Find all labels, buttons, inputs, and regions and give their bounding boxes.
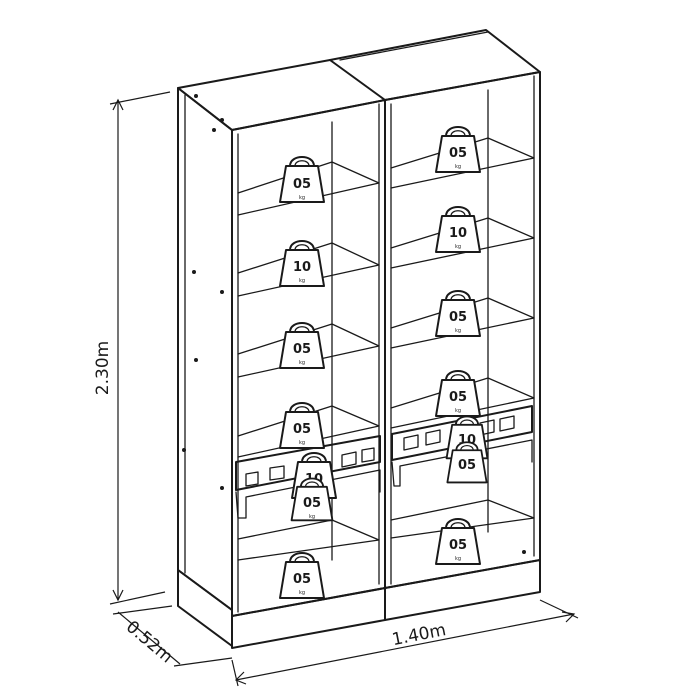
width-label: 1.40m bbox=[390, 620, 447, 650]
weight-unit: kg bbox=[299, 195, 305, 201]
weight-unit: kg bbox=[299, 590, 305, 596]
weight-left-6: 05 kg bbox=[290, 477, 334, 522]
weight-label: 05 bbox=[449, 538, 467, 553]
weight-unit: kg bbox=[299, 360, 305, 366]
height-label: 2.30m bbox=[93, 341, 113, 395]
weight-unit: kg bbox=[299, 440, 305, 446]
weight-unit: kg bbox=[299, 278, 305, 284]
weight-left-7: 05 kg bbox=[279, 552, 325, 599]
weight-label: 10 bbox=[449, 226, 467, 241]
weight-unit: kg bbox=[455, 244, 461, 250]
weight-label: 05 bbox=[293, 422, 311, 437]
weight-label: 05 bbox=[303, 496, 321, 511]
weight-unit: kg bbox=[455, 164, 461, 170]
weight-label: 05 bbox=[293, 572, 311, 587]
weight-left-4: 05 kg bbox=[279, 402, 325, 449]
weight-unit: kg bbox=[455, 408, 461, 414]
weight-right-6: 05 bbox=[446, 441, 488, 484]
height-dimension: 2.30m bbox=[93, 91, 171, 605]
depth-label: 0.52m bbox=[122, 617, 177, 667]
weight-right-4: 05 kg bbox=[435, 370, 481, 417]
depth-dimension: 0.52m bbox=[112, 605, 233, 667]
weight-left-3: 05 kg bbox=[279, 322, 325, 369]
weight-label: 05 bbox=[458, 458, 476, 473]
weight-label: 10 bbox=[293, 260, 311, 275]
weight-unit: kg bbox=[455, 556, 461, 562]
weight-label: 05 bbox=[449, 310, 467, 325]
right-module bbox=[329, 29, 541, 621]
weight-label: 05 bbox=[449, 146, 467, 161]
weight-left-2: 10 kg bbox=[279, 240, 325, 287]
weight-right-3: 05 kg bbox=[435, 290, 481, 337]
weight-label: 05 bbox=[293, 177, 311, 192]
weight-right-1: 05 kg bbox=[435, 126, 481, 173]
width-dimension: 1.40m bbox=[231, 599, 579, 687]
weight-unit: kg bbox=[455, 328, 461, 334]
weight-right-7: 05 kg bbox=[435, 518, 481, 565]
weight-label: 05 bbox=[293, 342, 311, 357]
weight-left-1: 05 kg bbox=[279, 156, 325, 203]
weight-right-2: 10 kg bbox=[435, 206, 481, 253]
weight-label: 05 bbox=[449, 390, 467, 405]
weight-unit: kg bbox=[309, 514, 315, 520]
